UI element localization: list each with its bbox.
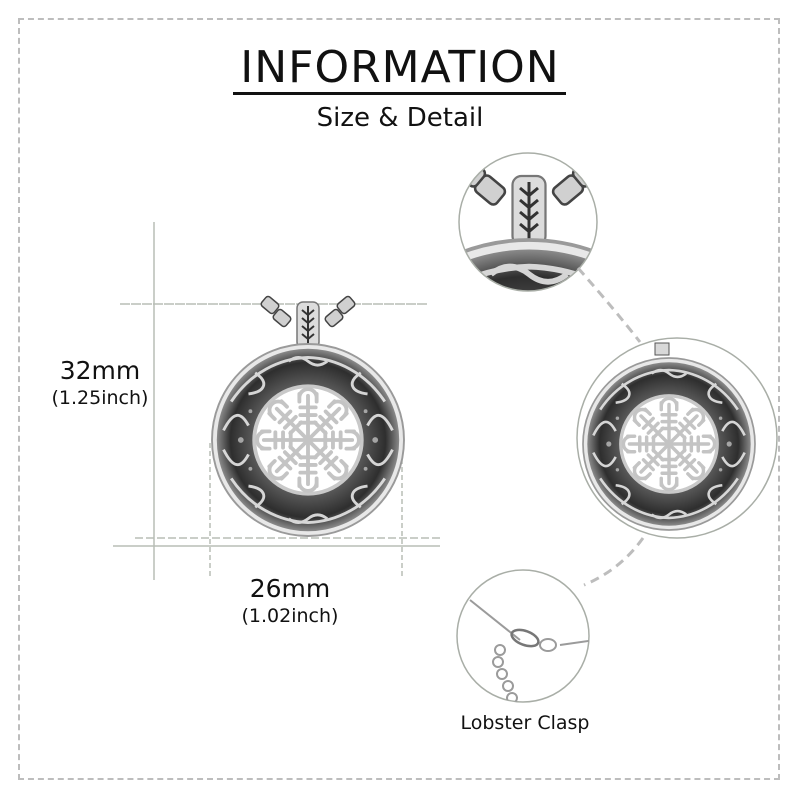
dashed-outer-frame [18, 18, 780, 780]
height-mm: 32mm [59, 356, 141, 385]
title-underline [233, 92, 566, 95]
height-inch: (1.25inch) [51, 387, 149, 409]
connector-arcs [576, 267, 645, 587]
detail-circle-clasp [456, 569, 590, 703]
connector-top-to-middle [576, 267, 642, 343]
width-mm: 26mm [249, 574, 331, 603]
height-dimension-label: 32mm (1.25inch) [20, 356, 180, 410]
main-pendant-image [212, 294, 404, 536]
width-dimension-label: 26mm (1.02inch) [210, 574, 370, 628]
detail-circle-bail [458, 152, 598, 292]
page-subtitle: Size & Detail [316, 103, 484, 133]
connector-middle-to-bottom [583, 537, 645, 587]
detail-circle-pendant [576, 337, 778, 539]
clasp-caption: Lobster Clasp [460, 712, 590, 734]
width-inch: (1.02inch) [241, 605, 339, 627]
page-title: INFORMATION [240, 42, 560, 93]
